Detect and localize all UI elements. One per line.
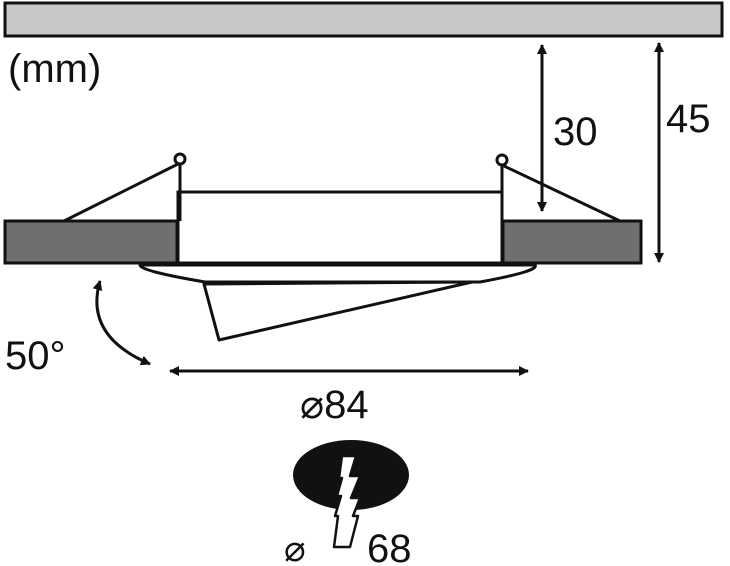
fixture-body [176, 190, 504, 265]
tilt-angle-arrow [92, 280, 151, 366]
cutout-diameter-symbol: ⌀ [284, 528, 306, 566]
cutout-diameter-value: 68 [367, 527, 412, 566]
spring-clip-right-arm [503, 164, 621, 223]
trim-ring [138, 263, 537, 284]
units-label: (mm) [8, 47, 101, 91]
tilted-lamp [202, 280, 474, 342]
dimension-label-30: 30 [553, 110, 598, 154]
ceiling-slab [3, 1, 724, 38]
spring-clip-left-arm [63, 162, 179, 223]
tilt-angle-label: 50° [5, 334, 66, 378]
board-left [3, 219, 179, 265]
diameter-label-84: ⌀84 [300, 383, 369, 427]
spring-clip-right-pivot [495, 153, 509, 167]
saw-blade-icon [332, 454, 362, 549]
spring-clip-left-pivot [173, 152, 187, 166]
dimension-label-45: 45 [666, 97, 711, 141]
board-right [501, 219, 643, 265]
